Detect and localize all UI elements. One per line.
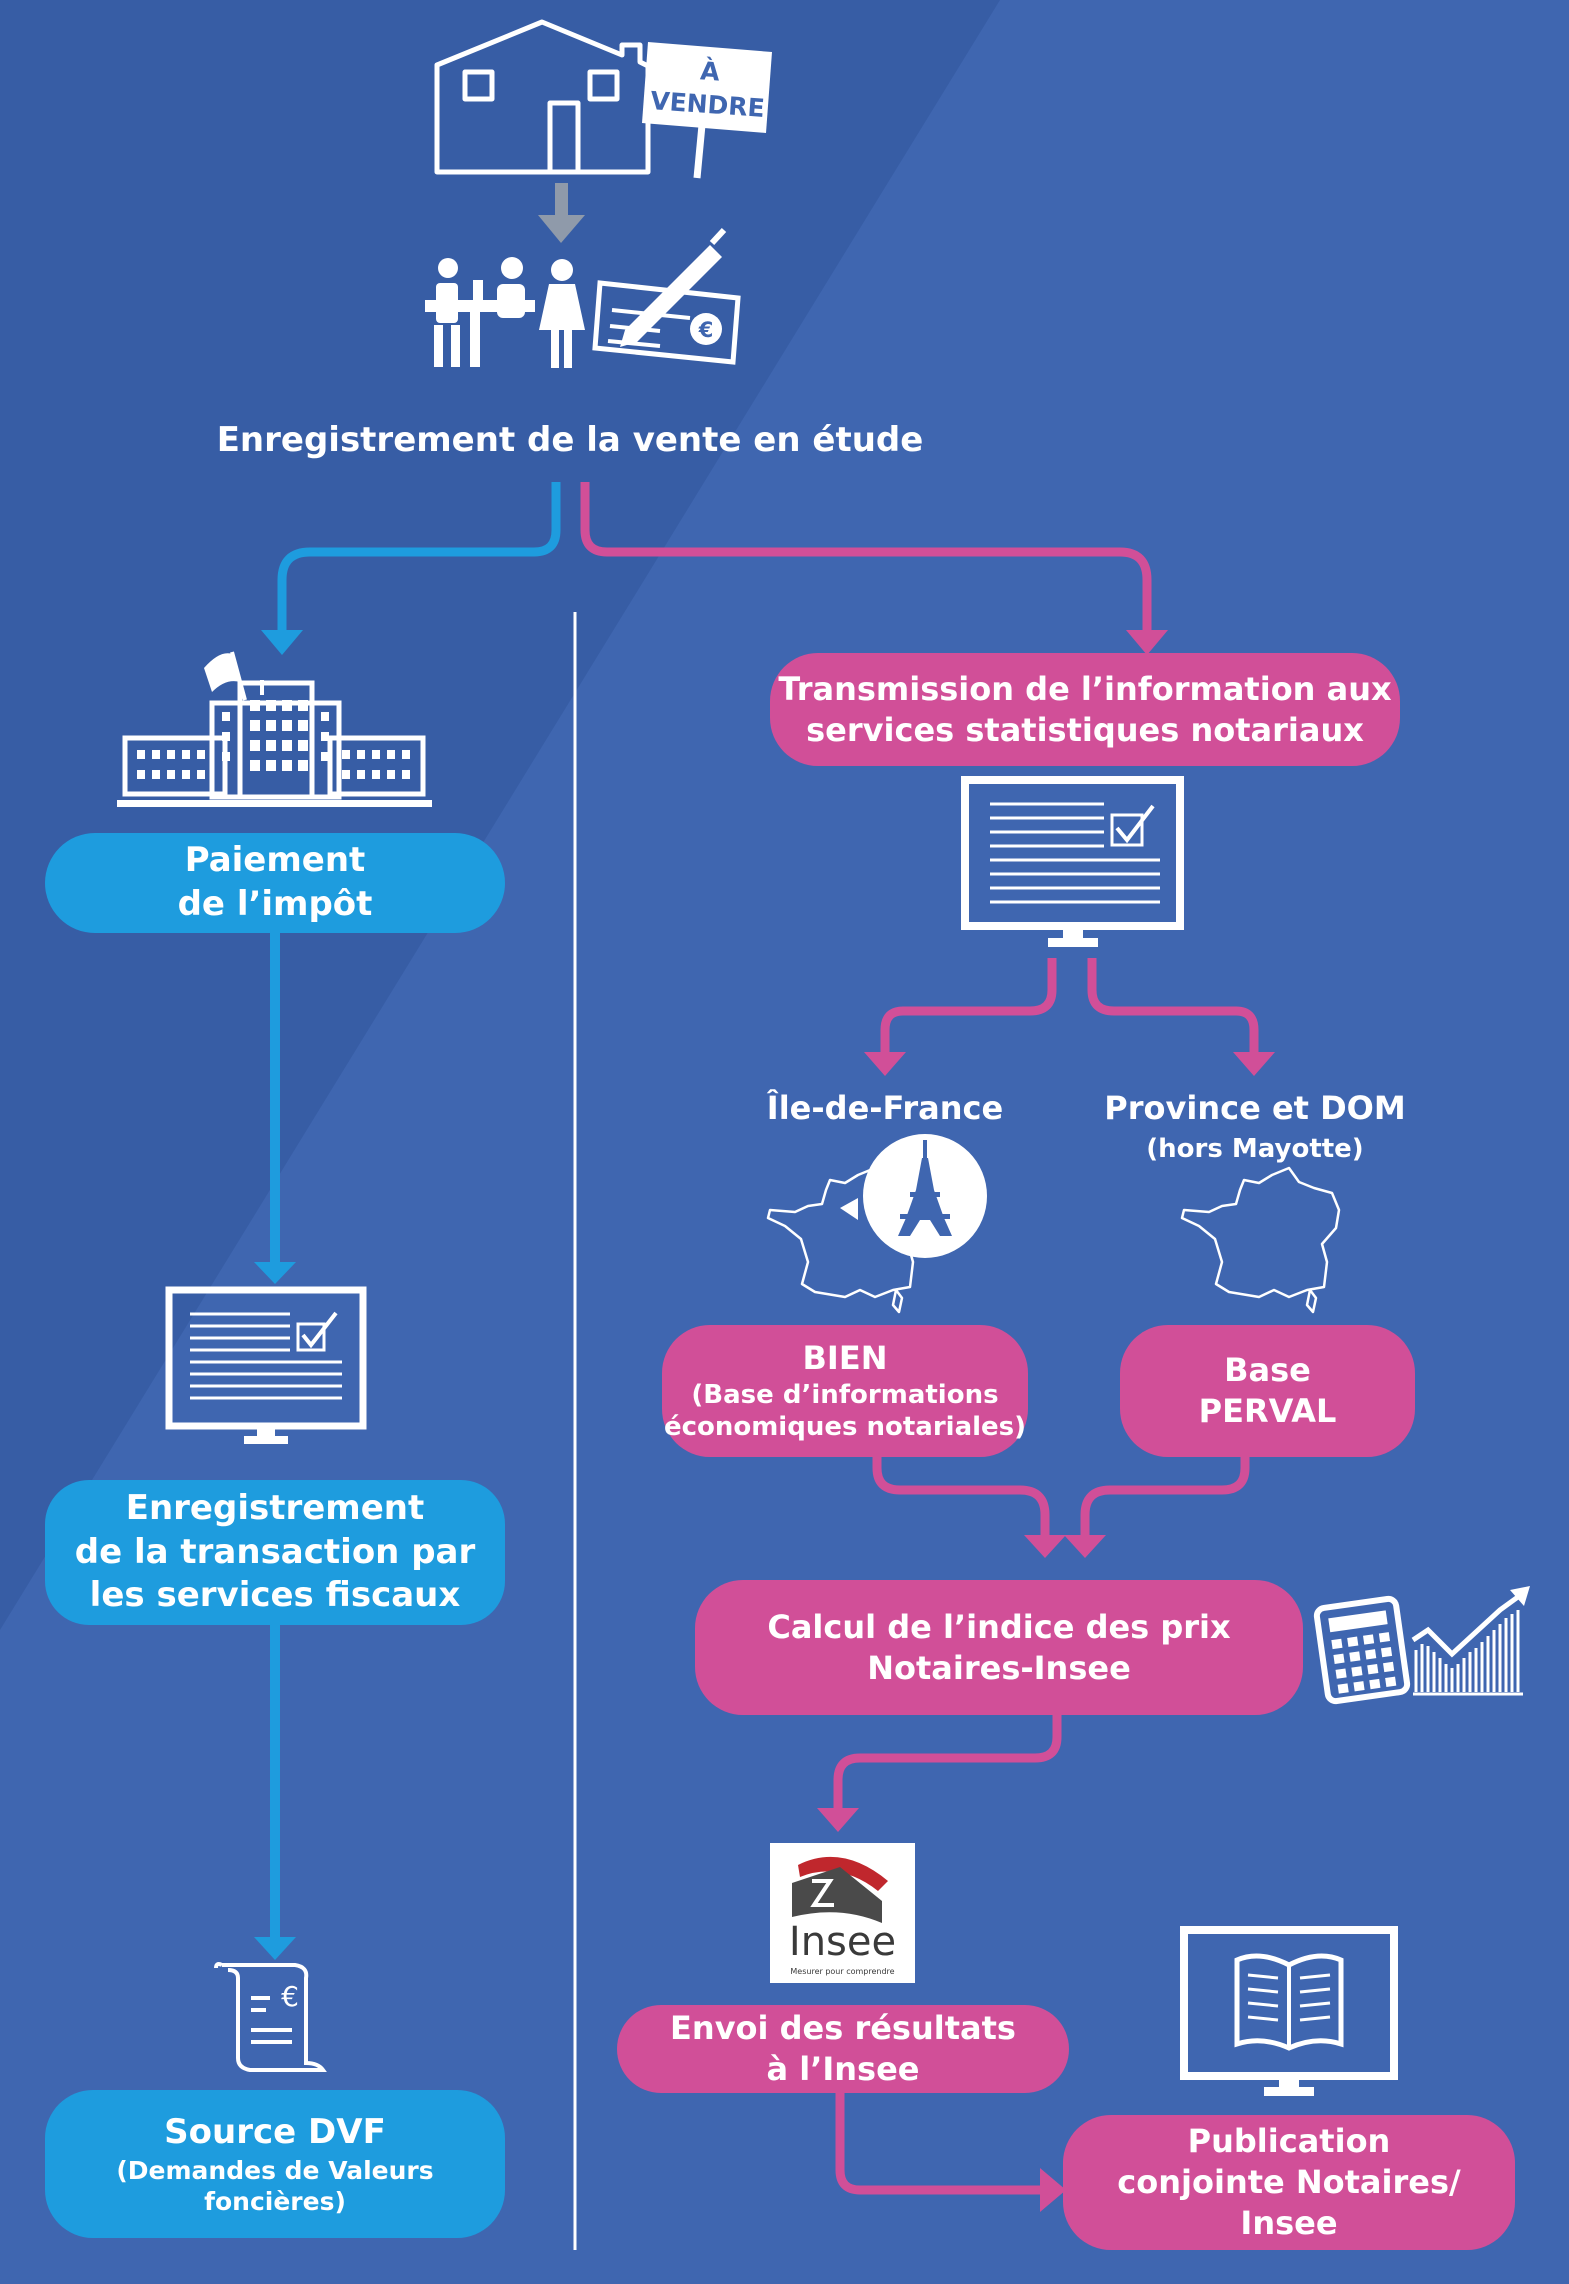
fiscal-registration-line2: de la transaction par	[74, 1531, 476, 1572]
idf-marker	[840, 1198, 858, 1220]
bien-box: BIEN (Base d’informations économiques no…	[662, 1325, 1028, 1457]
index-calculation-box: Calcul de l’indice des prix Notaires-Ins…	[695, 1580, 1303, 1715]
monitor-check-icon	[165, 1286, 367, 1444]
france-map-icon	[766, 1166, 1341, 1314]
gray-down-arrow	[538, 183, 585, 243]
send-results-line1: Envoi des résultats	[670, 2009, 1016, 2048]
dvf-subtitle-line2: foncières)	[204, 2186, 346, 2216]
sign-text-a: À	[699, 56, 721, 87]
joint-publication-line2: conjointe Notaires/	[1117, 2163, 1461, 2202]
send-results-line2: à l’Insee	[766, 2050, 920, 2088]
bien-title: BIEN	[802, 1339, 888, 1378]
transmission-line2: services statistiques notariaux	[806, 710, 1364, 749]
flag-icon	[204, 651, 247, 701]
joint-publication-line3: Insee	[1240, 2203, 1338, 2242]
fiscal-registration-box: Enregistrement de la transaction par les…	[45, 1480, 505, 1625]
insee-logo-text: Insee	[788, 1919, 897, 1965]
dvf-source-box: Source DVF (Demandes de Valeurs foncière…	[45, 2090, 505, 2238]
pink-connector-bien-calc	[872, 1455, 1050, 1535]
pink-connector-calc-insee	[833, 1712, 1062, 1808]
rising-chart-icon	[1411, 1586, 1530, 1696]
check-signing-icon: €	[592, 227, 741, 365]
transmission-box: Transmission de l’information aux servic…	[770, 653, 1400, 766]
tax-payment-line2: de l’impôt	[177, 884, 373, 924]
calculator-icon	[1313, 1595, 1411, 1705]
svg-text:€: €	[698, 318, 714, 342]
tax-payment-box: Paiement de l’impôt	[45, 833, 505, 933]
pink-connector-envoi-publication	[835, 2090, 1042, 2195]
tax-document-icon: €	[214, 1962, 327, 2072]
province-sublabel: (hors Mayotte)	[1146, 1134, 1364, 1164]
blue-connector-split	[277, 482, 561, 632]
pink-connector-idf	[880, 958, 1057, 1052]
idf-label: Île-de-France	[766, 1089, 1004, 1127]
tax-payment-line1: Paiement	[184, 840, 366, 881]
meeting-people-icon	[425, 257, 585, 368]
pink-connector-province	[1087, 958, 1259, 1052]
monitor-check-icon	[961, 776, 1184, 947]
for-sale-sign-icon	[642, 42, 772, 179]
monitor-book-icon	[1180, 1926, 1398, 2096]
perval-box: Base PERVAL	[1120, 1325, 1415, 1457]
joint-publication-box: Publication conjointe Notaires/ Insee	[1063, 2115, 1515, 2250]
sale-registration-title: Enregistrement de la vente en étude	[216, 420, 924, 460]
province-label: Province et DOM	[1104, 1089, 1406, 1127]
fiscal-registration-line3: les services fiscaux	[89, 1575, 461, 1616]
pink-connector-split	[580, 482, 1152, 632]
fiscal-registration-line1: Enregistrement	[125, 1488, 425, 1529]
dvf-title: Source DVF	[164, 2111, 386, 2152]
index-calculation-line1: Calcul de l’indice des prix	[767, 1607, 1231, 1646]
background-diagonal-band	[0, 0, 1000, 1630]
blue-connector	[270, 930, 280, 1265]
send-results-box: Envoi des résultats à l’Insee	[617, 2005, 1069, 2093]
insee-logo: Insee Mesurer pour comprendre	[770, 1843, 915, 1983]
perval-line2: PERVAL	[1198, 1392, 1337, 1430]
transmission-line1: Transmission de l’information aux	[778, 669, 1392, 708]
insee-logo-tagline: Mesurer pour comprendre	[790, 1967, 895, 1976]
bien-subtitle-line2: économiques notariales)	[663, 1412, 1027, 1443]
euro-icon: €	[690, 313, 722, 345]
building-windows	[137, 700, 410, 779]
index-calculation-line2: Notaires-Insee	[867, 1648, 1131, 1687]
insee-logo-mark	[792, 1856, 888, 1923]
blue-connector	[270, 1625, 280, 1940]
bien-subtitle-line1: (Base d’informations	[691, 1379, 999, 1410]
pink-connector-perval-calc	[1080, 1455, 1250, 1535]
perval-line1: Base	[1224, 1351, 1311, 1390]
joint-publication-line1: Publication	[1187, 2122, 1391, 2161]
svg-text:€: €	[281, 1980, 299, 2013]
eiffel-tower-icon	[863, 1134, 987, 1258]
dvf-subtitle-line1: (Demandes de Valeurs	[116, 2155, 434, 2185]
